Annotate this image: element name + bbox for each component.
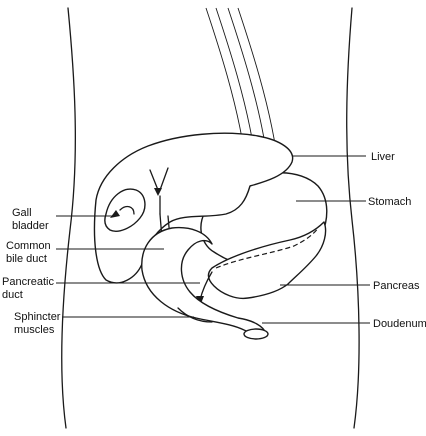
- label-sphincter-muscles: Sphincter muscles: [14, 311, 64, 336]
- pancreatic-duct: [199, 271, 213, 301]
- pancreas: [207, 221, 327, 300]
- sphincter-muscles: [177, 307, 213, 323]
- label-pancreas: Pancreas: [373, 280, 420, 292]
- label-stomach: Stomach: [368, 196, 411, 208]
- duodenum-opening: [243, 328, 269, 340]
- pancreatic-duct-dashed: [215, 227, 319, 269]
- label-duodenum: Doudenum: [373, 318, 426, 330]
- liver: [93, 132, 294, 284]
- hepatic-duct-arrows: [149, 167, 169, 215]
- label-gall-bladder: Gall bladder: [12, 207, 49, 232]
- label-liver: Liver: [371, 151, 395, 163]
- gall-bladder-arrow: [119, 205, 135, 215]
- label-pancreatic-duct: Pancreatic duct: [2, 276, 57, 301]
- torso-outline: [60, 7, 360, 429]
- duodenum: [141, 226, 267, 337]
- gall-bladder: [104, 188, 146, 232]
- label-common-bile-duct: Common bile duct: [6, 240, 54, 265]
- leader-lines: [56, 155, 370, 324]
